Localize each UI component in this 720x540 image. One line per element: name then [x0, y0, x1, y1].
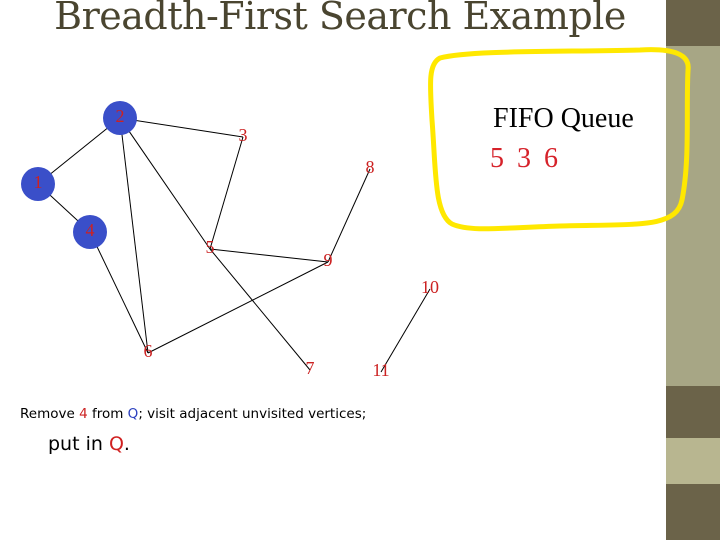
node-label: 6	[144, 341, 153, 361]
caption-text: from	[87, 406, 128, 422]
node-label: 8	[366, 157, 375, 177]
edge-3-5	[209, 136, 244, 250]
node-9: 9	[324, 250, 333, 270]
node-label: 4	[86, 220, 95, 240]
slide-title: Breadth-First Search Example	[54, 0, 626, 38]
decorative-stripe	[666, 0, 720, 46]
node-4: 4	[73, 215, 107, 249]
node-label: 5	[206, 237, 215, 257]
graph-edges	[37, 117, 431, 373]
edge-2-6	[119, 117, 149, 354]
edge-2-5	[119, 117, 211, 250]
edge-8-9	[327, 168, 371, 263]
node-label: 11	[372, 360, 389, 380]
node-label: 1	[34, 172, 43, 192]
caption-text: ; visit adjacent unvisited vertices;	[138, 406, 367, 422]
node-circle	[73, 215, 107, 249]
node-3: 3	[239, 125, 248, 145]
node-2: 2	[103, 101, 137, 135]
decorative-stripe	[666, 484, 720, 540]
node-label: 7	[306, 358, 315, 378]
decorative-stripe	[666, 438, 720, 484]
node-7: 7	[306, 358, 315, 378]
node-11: 11	[372, 360, 389, 380]
queue-title: FIFO Queue	[493, 103, 634, 134]
edge-2-3	[119, 117, 244, 138]
edge-5-7	[209, 248, 311, 371]
node-circle	[103, 101, 137, 135]
node-label: 2	[116, 106, 125, 126]
queue-contents: 5 3 6	[490, 143, 559, 174]
node-1: 1	[21, 167, 55, 201]
decorative-stripe	[666, 46, 720, 386]
node-label: 3	[239, 125, 248, 145]
caption-line-1: Remove 4 from Q; visit adjacent unvisite…	[20, 406, 366, 422]
caption-vertex: 4	[79, 406, 88, 422]
decorative-side-stripes	[666, 0, 720, 540]
caption-text: put in	[48, 433, 109, 455]
caption-line-2: put in Q.	[48, 433, 130, 455]
node-8: 8	[366, 157, 375, 177]
graph-nodes: 1 2 3 4 5 6 7 8 9 10 11	[21, 101, 439, 380]
caption-queue-name: Q	[108, 433, 124, 455]
node-10: 10	[421, 277, 439, 297]
caption-text: .	[123, 433, 130, 455]
edge-10-11	[380, 288, 431, 373]
decorative-stripe	[666, 386, 720, 438]
node-5: 5	[206, 237, 215, 257]
node-label: 10	[421, 277, 439, 297]
edge-4-6	[89, 231, 149, 354]
node-label: 9	[324, 250, 333, 270]
node-circle	[21, 167, 55, 201]
node-6: 6	[144, 341, 153, 361]
queue-highlight-outline	[428, 47, 691, 232]
edge-6-9	[147, 261, 329, 354]
edge-1-2	[37, 117, 121, 185]
edge-5-9	[209, 248, 329, 263]
caption-queue-name: Q	[127, 406, 139, 422]
caption-text: Remove	[20, 406, 80, 422]
